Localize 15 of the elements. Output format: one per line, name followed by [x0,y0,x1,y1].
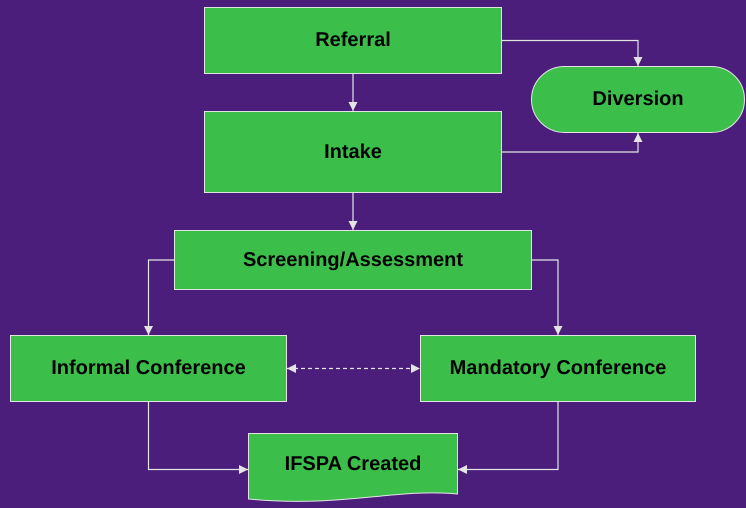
arrow [287,364,420,373]
process-box: Screening/Assessment [174,230,532,290]
process-box: Referral [204,7,502,74]
arrow [502,133,642,153]
arrow [144,259,174,335]
terminal-shape: Diversion [531,66,745,133]
arrow [348,193,358,230]
arrow [532,259,562,335]
arrow [458,402,559,474]
arrow [348,74,358,111]
process-box: Intake [204,111,502,193]
arrow [148,402,248,474]
arrow [502,40,642,66]
process-box: Informal Conference [10,335,287,402]
process-box: Mandatory Conference [420,335,696,402]
